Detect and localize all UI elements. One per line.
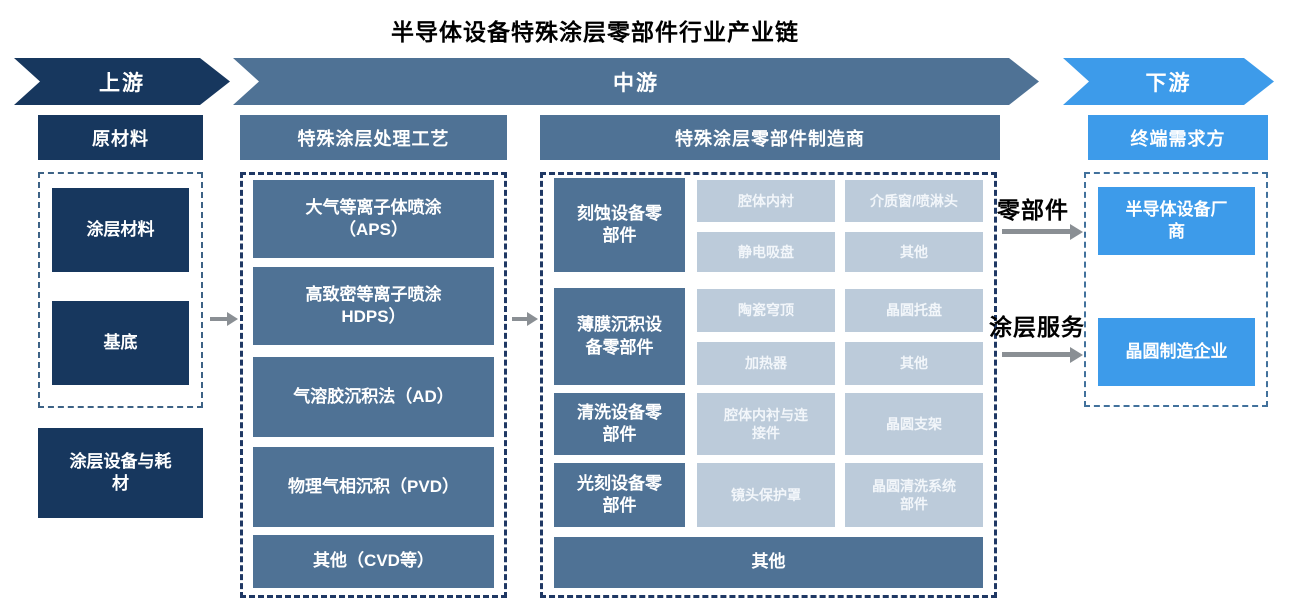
banner-midstream: 中游 — [233, 58, 1039, 105]
downstream-customer-equipment-maker: 半导体设备厂 商 — [1098, 187, 1255, 255]
manufacturer-category-etching: 刻蚀设备零 部件 — [554, 178, 685, 272]
cell-liner-connectors: 腔体内衬与连 接件 — [697, 393, 835, 455]
cell-dielectric-window: 介质窗/喷淋头 — [845, 180, 983, 222]
flow-label-coating-service: 涂层服务 — [989, 315, 1085, 340]
manufacturer-category-cleaning: 清洗设备零 部件 — [554, 393, 685, 455]
arrow-process-to-manufacturer-icon — [512, 317, 527, 321]
upstream-material-substrate: 基底 — [52, 301, 189, 385]
manufacturer-category-deposition: 薄膜沉积设 备零部件 — [554, 288, 685, 385]
process-item-other: 其他（CVD等） — [253, 535, 494, 588]
cell-wafer-cleaning-system: 晶圆清洗系统 部件 — [845, 463, 983, 527]
cell-deposition-other: 其他 — [845, 342, 983, 385]
manufacturer-group — [540, 172, 997, 598]
manufacturer-other-box: 其他 — [554, 537, 983, 588]
downstream-header: 终端需求方 — [1088, 115, 1268, 160]
manufacturer-header: 特殊涂层零部件制造商 — [540, 115, 1000, 160]
downstream-customer-wafer-fab: 晶圆制造企业 — [1098, 318, 1255, 386]
process-group — [240, 172, 507, 598]
upstream-material-coating: 涂层材料 — [52, 188, 189, 272]
upstream-equipment-box: 涂层设备与耗 材 — [38, 428, 203, 518]
process-header: 特殊涂层处理工艺 — [240, 115, 507, 160]
cell-electrostatic-chuck: 静电吸盘 — [697, 232, 835, 272]
arrow-parts-icon — [1002, 229, 1070, 234]
arrow-upstream-to-process-icon — [210, 317, 227, 321]
banner-upstream: 上游 — [14, 58, 230, 105]
cell-lens-cover: 镜头保护罩 — [697, 463, 835, 527]
process-item-pvd: 物理气相沉积（PVD） — [253, 447, 494, 527]
arrow-coating-service-icon — [1002, 352, 1070, 357]
downstream-group — [1084, 172, 1268, 407]
cell-ceramic-dome: 陶瓷穹顶 — [697, 289, 835, 332]
process-item-hdps: 高致密等离子喷涂 HDPS） — [253, 267, 494, 345]
cell-wafer-tray: 晶圆托盘 — [845, 289, 983, 332]
cell-wafer-holder: 晶圆支架 — [845, 393, 983, 455]
cell-chamber-liner: 腔体内衬 — [697, 180, 835, 222]
page-title: 半导体设备特殊涂层零部件行业产业链 — [391, 20, 799, 45]
cell-etching-other: 其他 — [845, 232, 983, 272]
upstream-materials-group — [38, 172, 203, 408]
manufacturer-category-lithography: 光刻设备零 部件 — [554, 463, 685, 527]
cell-heater: 加热器 — [697, 342, 835, 385]
flow-label-parts: 零部件 — [997, 198, 1069, 223]
process-item-ad: 气溶胶沉积法（AD） — [253, 357, 494, 437]
banner-downstream: 下游 — [1063, 58, 1274, 105]
process-item-aps: 大气等离子体喷涂 （APS） — [253, 180, 494, 258]
upstream-header: 原材料 — [38, 115, 203, 160]
